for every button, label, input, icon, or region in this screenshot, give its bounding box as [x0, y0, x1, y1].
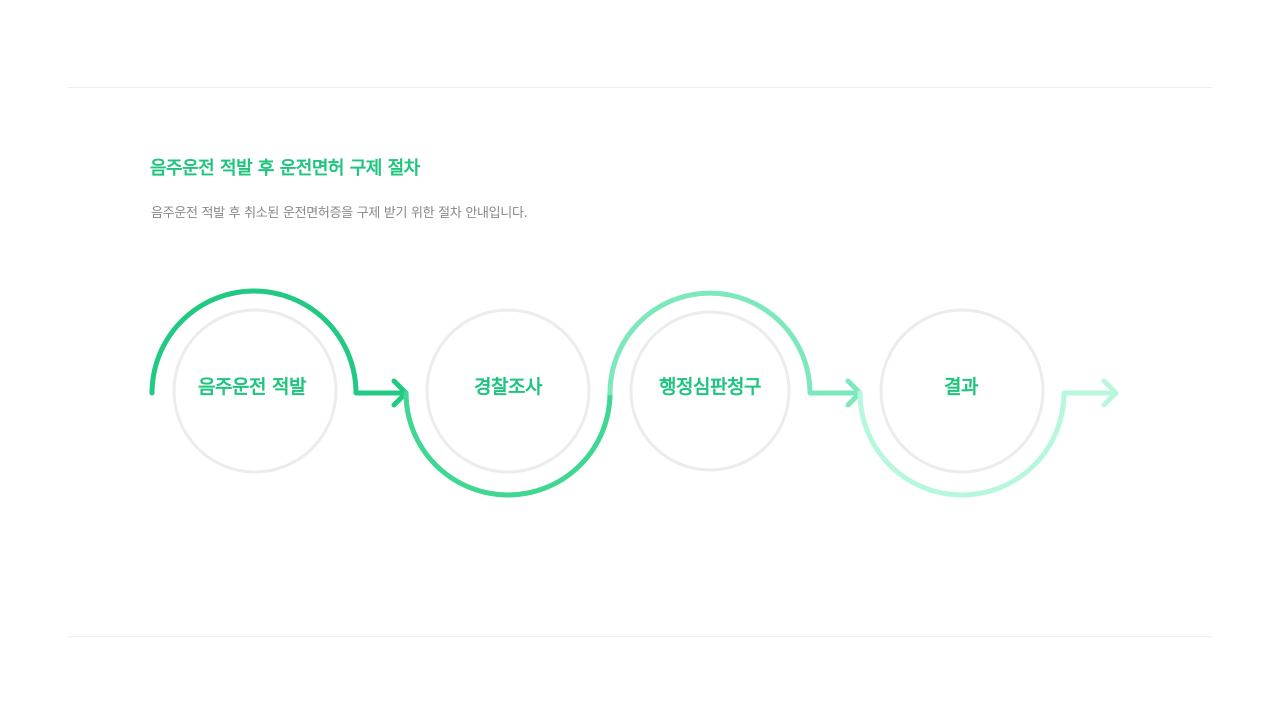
flow-arc-2 [403, 390, 613, 498]
bottom-divider [68, 636, 1212, 637]
step-label-1: 음주운전 적발 [198, 376, 307, 398]
step-label-4: 결과 [944, 376, 978, 398]
page-title: 음주운전 적발 후 운전면허 구제 절차 [150, 158, 420, 179]
step-label-2: 경찰조사 [474, 376, 542, 398]
flow-arc-3 [607, 290, 863, 396]
page-subtitle: 음주운전 적발 후 취소된 운전면허증을 구제 받기 위한 절차 안내입니다. [151, 206, 528, 221]
top-divider [68, 87, 1212, 88]
flow-arc-4 [857, 390, 1119, 498]
step-circle-3 [629, 310, 791, 472]
step-label-3: 행정심판청구 [659, 376, 761, 398]
flow-arc-1 [149, 288, 409, 396]
step-circle-1 [172, 308, 338, 474]
flow-arrowhead-4 [1101, 378, 1119, 408]
step-circle-4 [879, 308, 1045, 474]
step-circle-2 [425, 308, 591, 474]
